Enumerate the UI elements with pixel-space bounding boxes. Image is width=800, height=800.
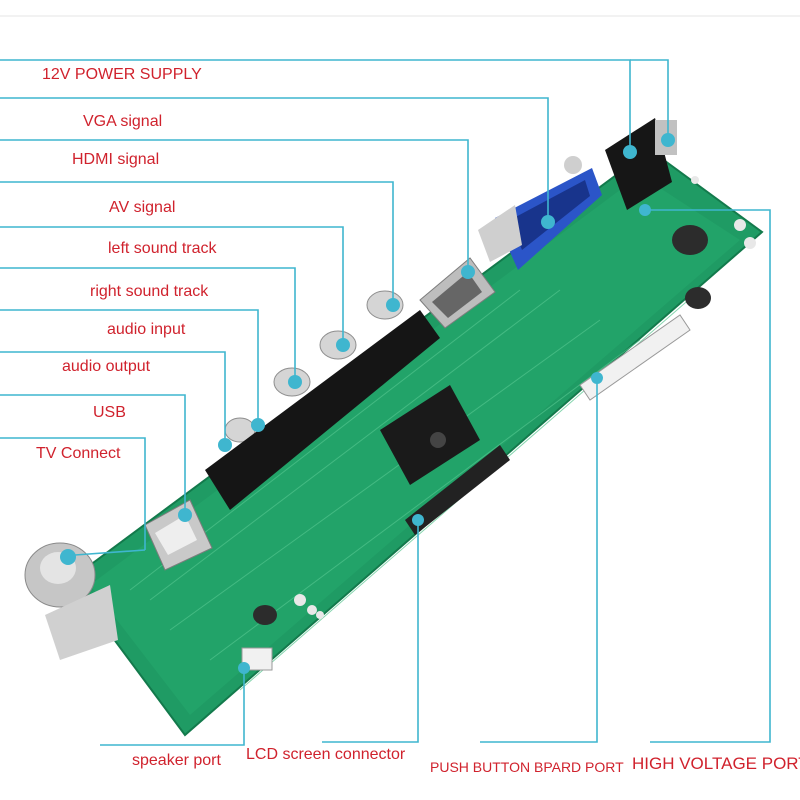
label-vga-signal: VGA signal	[83, 113, 163, 130]
label-right-sound-track: right sound track	[90, 283, 209, 300]
vga-port	[478, 156, 602, 270]
label-hdmi-signal: HDMI signal	[72, 151, 160, 168]
label-audio-output: audio output	[62, 358, 151, 375]
label-push-button-board-port: PUSH BUTTON BPARD PORT	[430, 759, 624, 775]
leader-dots	[60, 133, 675, 674]
label-high-voltage-port: HIGH VOLTAGE PORT	[632, 754, 800, 773]
label-lcd-screen-connector: LCD screen connector	[246, 746, 406, 763]
label-av-signal: AV signal	[109, 199, 176, 216]
label-audio-input: audio input	[107, 321, 186, 338]
main-chip	[380, 385, 480, 485]
leader-lines	[0, 59, 771, 746]
lcd-header	[405, 445, 510, 535]
label-tv-connect: TV Connect	[36, 445, 121, 462]
label-speaker-port: speaker port	[132, 752, 221, 769]
label-12v-power-supply: 12V POWER SUPPLY	[42, 66, 202, 83]
hdmi-port	[419, 257, 496, 329]
capacitors	[253, 225, 711, 625]
push-button-connector	[579, 314, 691, 401]
label-left-sound-track: left sound track	[108, 240, 217, 257]
tv-connector	[24, 542, 118, 660]
speaker-connector	[241, 647, 273, 671]
usb-port	[144, 499, 213, 571]
label-usb: USB	[93, 404, 126, 421]
